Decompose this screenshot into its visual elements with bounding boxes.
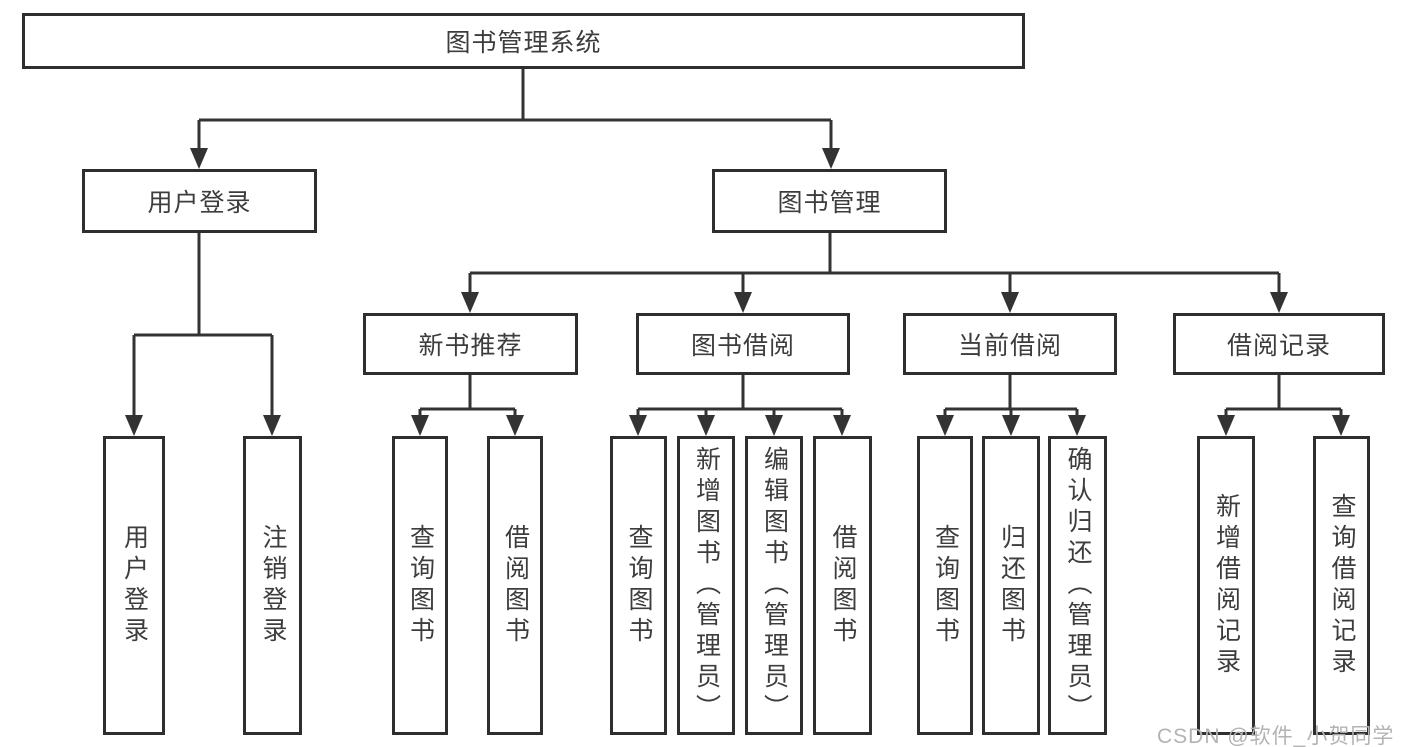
arrowhead-icon	[411, 415, 429, 436]
node-label: 用户登录	[147, 189, 252, 217]
node-label: 图书管理	[777, 189, 882, 217]
node-label: 图书借阅	[690, 332, 795, 360]
node-label: 用户登录	[120, 523, 149, 648]
leaf-user-login: 用户登录	[103, 436, 165, 735]
node-current-borrowing: 当前借阅	[903, 313, 1117, 375]
node-label: 新书推荐	[418, 332, 523, 360]
leaf-query-books-current: 查询图书	[917, 436, 973, 735]
arrowhead-icon	[1332, 415, 1350, 436]
arrowhead-icon	[263, 415, 281, 436]
arrowhead-icon	[822, 148, 840, 169]
arrowhead-icon	[1068, 415, 1086, 436]
node-new-book-recommend: 新书推荐	[363, 313, 578, 375]
arrowhead-icon	[833, 415, 851, 436]
node-user-login: 用户登录	[82, 169, 317, 233]
arrowhead-icon	[697, 415, 715, 436]
leaf-query-borrow-record: 查询借阅记录	[1313, 436, 1370, 735]
node-label: 借阅记录	[1226, 332, 1331, 360]
node-label: 借阅图书	[829, 523, 857, 648]
leaf-borrow-books: 借阅图书	[813, 436, 872, 735]
node-label: 归还图书	[997, 523, 1026, 648]
node-borrowing-records: 借阅记录	[1173, 313, 1385, 375]
leaf-return-books: 归还图书	[982, 436, 1040, 735]
arrowhead-icon	[1001, 292, 1019, 313]
arrowhead-icon	[461, 292, 479, 313]
arrowhead-icon	[1002, 415, 1020, 436]
node-label: 借阅图书	[501, 523, 530, 648]
leaf-query-books-recommend: 查询图书	[392, 436, 448, 735]
csdn-watermark: CSDN @软件_小贺同学	[1157, 725, 1395, 747]
leaf-borrow-books-recommend: 借阅图书	[487, 436, 543, 735]
node-root-library-system: 图书管理系统	[22, 13, 1025, 69]
arrowhead-icon	[734, 292, 752, 313]
arrowhead-icon	[125, 415, 143, 436]
leaf-confirm-return-admin: 确认归还（管理员）	[1048, 436, 1107, 735]
leaf-edit-books-admin: 编辑图书（管理员）	[745, 436, 803, 735]
node-label: 确认归还（管理员）	[1064, 446, 1092, 725]
node-label: 图书管理系统	[445, 29, 602, 57]
node-label: 新增借阅记录	[1212, 492, 1241, 679]
node-label: 查询图书	[625, 523, 653, 648]
arrowhead-icons	[125, 148, 1350, 436]
connector-path	[132, 69, 1343, 433]
arrowhead-icon	[506, 415, 524, 436]
arrowhead-icon	[1217, 415, 1235, 436]
leaf-query-books-borrowing: 查询图书	[610, 436, 667, 735]
node-label: 查询图书	[931, 523, 960, 648]
arrowhead-icon	[190, 148, 208, 169]
node-label: 注销登录	[259, 523, 287, 648]
leaf-add-borrow-record: 新增借阅记录	[1197, 436, 1255, 735]
arrowhead-icon	[936, 415, 954, 436]
leaf-logout: 注销登录	[243, 436, 302, 735]
node-label: 新增图书（管理员）	[692, 446, 721, 725]
node-book-management: 图书管理	[712, 169, 947, 233]
node-label: 编辑图书（管理员）	[760, 446, 789, 725]
arrowhead-icon	[765, 415, 783, 436]
node-label: 当前借阅	[957, 332, 1062, 360]
leaf-add-books-admin: 新增图书（管理员）	[677, 436, 735, 735]
node-book-borrowing: 图书借阅	[636, 313, 850, 375]
node-label: 查询借阅记录	[1328, 492, 1356, 679]
arrowhead-icon	[1270, 292, 1288, 313]
node-label: 查询图书	[406, 523, 435, 648]
arrowhead-icon	[629, 415, 647, 436]
